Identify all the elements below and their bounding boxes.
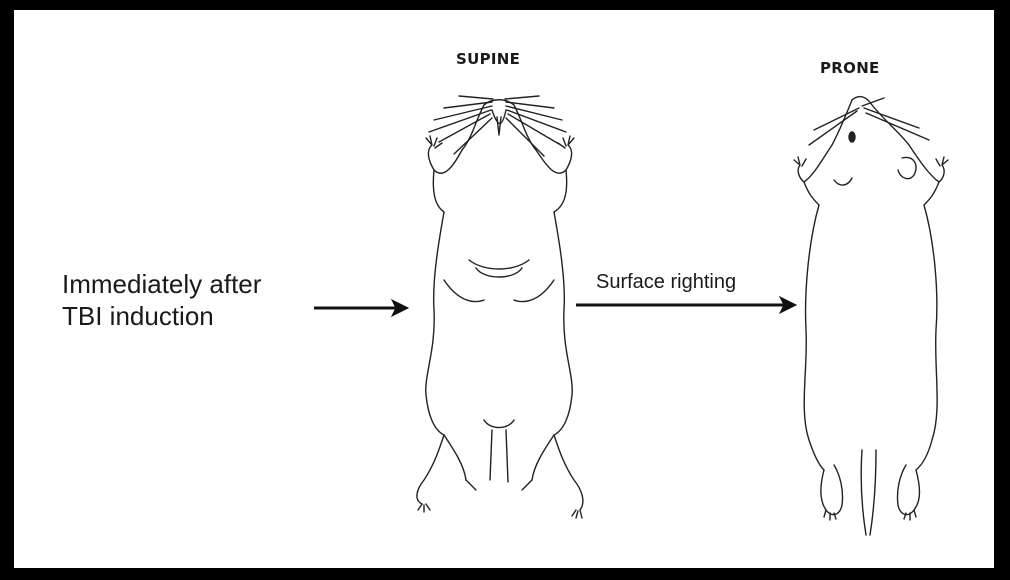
prone-rat-illustration — [794, 97, 948, 535]
arrow-supine-to-prone — [576, 297, 796, 313]
timepoint-caption: Immediately after TBI induction — [62, 268, 261, 332]
caption-line-2: TBI induction — [62, 300, 261, 332]
surface-righting-caption: Surface righting — [596, 271, 736, 294]
supine-rat-illustration — [417, 96, 583, 518]
prone-label: PRONE — [820, 59, 880, 77]
figure-canvas: SUPINE PRONE Immediately after TBI induc… — [14, 10, 994, 568]
arrow-to-supine — [314, 300, 408, 316]
supine-label: SUPINE — [456, 50, 520, 68]
caption-line-1: Immediately after — [62, 268, 261, 300]
